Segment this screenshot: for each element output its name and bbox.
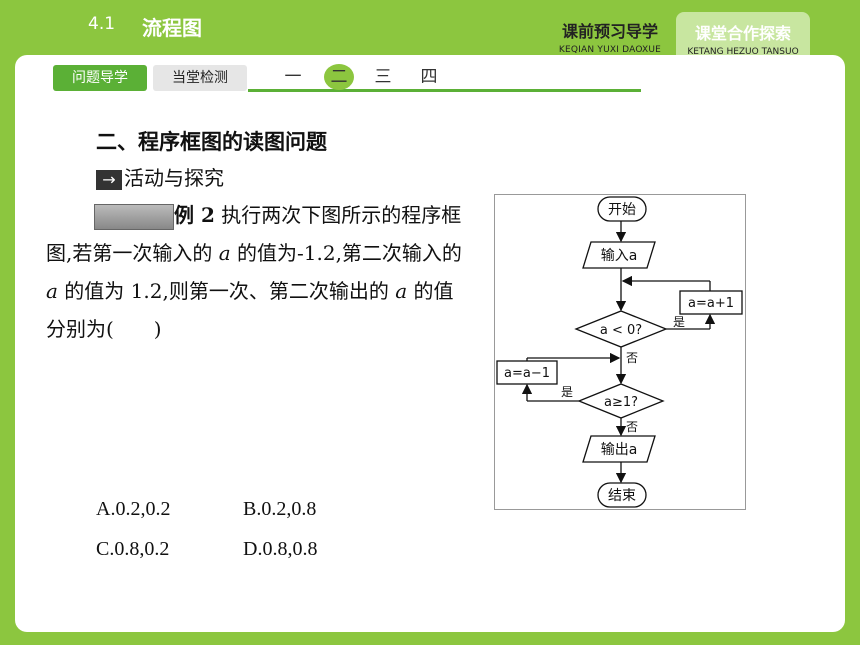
activity-label: 活动与探究 bbox=[124, 166, 224, 190]
flow-inc-node bbox=[679, 290, 743, 315]
nav-classroom[interactable]: 课堂合作探索 KETANG HEZUO TANSUO bbox=[676, 12, 810, 57]
flow-no2-label: 否 bbox=[626, 420, 638, 434]
nav-classroom-sublabel: KETANG HEZUO TANSUO bbox=[687, 47, 799, 57]
flow-cond2-label: a≥1? bbox=[604, 395, 638, 410]
flow-start-node bbox=[597, 196, 647, 222]
step-4[interactable]: 四 bbox=[420, 67, 438, 87]
flow-output-label: 输出a bbox=[601, 442, 638, 458]
tab-underline bbox=[248, 89, 641, 92]
option-d[interactable]: D.0.8,0.8 bbox=[243, 538, 318, 560]
step-3[interactable]: 三 bbox=[374, 67, 392, 87]
flow-no1-label: 否 bbox=[626, 351, 638, 365]
tab-problem-guide[interactable]: 问题导学 bbox=[53, 65, 147, 91]
nav-classroom-label: 课堂合作探索 bbox=[694, 24, 791, 43]
flow-inc-label: a=a+1 bbox=[688, 296, 734, 311]
tab-class-test[interactable]: 当堂检测 bbox=[153, 65, 247, 91]
problem-text: 例 2 执行两次下图所示的程序框图,若第一次输入的 a 的值为-1.2,第二次输… bbox=[46, 203, 462, 341]
flow-dec-label: a=a−1 bbox=[504, 366, 550, 381]
flowchart: 开始 输入a a < 0? a=a+1 是 否 a=a−1 a≥1? 是 否 输… bbox=[496, 196, 743, 508]
flow-end-node bbox=[597, 482, 647, 508]
nav-preview-label: 课前预习导学 bbox=[561, 22, 658, 41]
option-b[interactable]: B.0.2,0.8 bbox=[243, 498, 317, 520]
flow-start-label: 开始 bbox=[608, 202, 636, 218]
flow-yes2-label: 是 bbox=[561, 385, 573, 399]
nav-preview[interactable]: 课前预习导学 KEQIAN YUXI DAOXUE bbox=[548, 0, 672, 55]
step-1[interactable]: 一 bbox=[284, 67, 302, 87]
flow-end-label: 结束 bbox=[608, 488, 636, 504]
flow-cond1-label: a < 0? bbox=[600, 323, 642, 338]
example-label: 例 2 bbox=[174, 203, 215, 227]
flow-yes1-label: 是 bbox=[673, 315, 685, 329]
option-a[interactable]: A.0.2,0.2 bbox=[96, 498, 171, 520]
activity-heading: →活动与探究 bbox=[96, 162, 224, 191]
arrow-icon: → bbox=[96, 169, 122, 190]
section-title: 二、程序框图的读图问题 bbox=[96, 130, 327, 154]
option-c[interactable]: C.0.8,0.2 bbox=[96, 538, 170, 560]
step-2-active[interactable]: 二 bbox=[324, 64, 354, 90]
flow-input-node bbox=[582, 241, 656, 269]
nav-preview-sublabel: KEQIAN YUXI DAOXUE bbox=[558, 45, 662, 55]
header-title: 流程图 bbox=[142, 16, 202, 40]
flowchart-frame: 开始 输入a a < 0? a=a+1 是 否 a=a−1 a≥1? 是 否 输… bbox=[494, 194, 746, 510]
example-marker-bar bbox=[94, 203, 174, 230]
flow-output-node bbox=[582, 435, 656, 463]
flow-input-label: 输入a bbox=[601, 248, 638, 264]
header-section-number: 4.1 bbox=[88, 14, 116, 34]
